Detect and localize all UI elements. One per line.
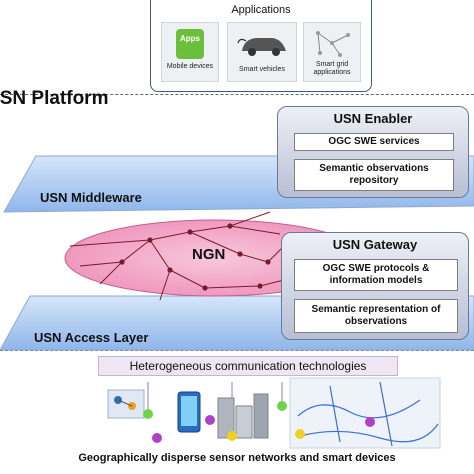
middleware-label: USN Middleware — [40, 190, 142, 205]
node-purple-3 — [365, 417, 375, 427]
sensor-networks-caption: Geographically disperse sensor networks … — [78, 452, 396, 464]
node-yellow-2 — [295, 429, 305, 439]
gateway-title: USN Gateway — [332, 237, 418, 252]
app-card-mobile: Apps Mobile devices — [161, 22, 219, 82]
applications-title: Applications — [231, 4, 291, 16]
usn-enabler-panel: USN Enabler OGC SWE services Semantic ob… — [277, 106, 469, 198]
app-label-grid: Smart grid applications — [313, 61, 351, 76]
gateway-item-protocols: OGC SWE protocols & information models — [294, 259, 458, 291]
usn-gateway-panel: USN Gateway OGC SWE protocols & informat… — [281, 232, 469, 340]
access-layer-label: USN Access Layer — [34, 330, 149, 345]
sensor-networks-illustration — [107, 377, 441, 449]
node-purple-1 — [152, 433, 162, 443]
heterogeneous-banner: Heterogeneous communication technologies — [98, 356, 398, 376]
ngn-links — [69, 211, 301, 301]
server-icon — [217, 397, 235, 439]
smart-grid-icon — [316, 31, 350, 57]
applications-box: Applications Apps Mobile devices Smart v… — [150, 0, 372, 92]
apps-icon: Apps — [176, 29, 204, 59]
top-dashed-divider — [0, 94, 474, 95]
app-label-vehicle: Smart vehicles — [239, 66, 285, 73]
app-label-mobile: Mobile devices — [166, 63, 214, 70]
map-network-icon — [289, 377, 441, 449]
ngn-label: NGN — [192, 246, 226, 263]
electric-car-icon — [237, 38, 286, 56]
ngn-nodes — [119, 223, 271, 291]
enabler-item-swe-services: OGC SWE services — [294, 133, 454, 151]
platform-title: USN Platform — [0, 88, 109, 109]
enabler-item-repository: Semantic observations repository — [294, 159, 454, 191]
app-card-grid: Smart grid applications — [303, 22, 361, 82]
node-green-1 — [143, 409, 153, 419]
node-purple-2 — [205, 415, 215, 425]
people-network-icon — [107, 389, 145, 419]
gateway-item-semantic-representation: Semantic representation of observations — [294, 299, 458, 333]
app-card-vehicle: Smart vehicles — [227, 22, 297, 82]
enabler-title: USN Enabler — [333, 111, 413, 126]
node-green-2 — [277, 401, 287, 411]
node-yellow-1 — [227, 431, 237, 441]
